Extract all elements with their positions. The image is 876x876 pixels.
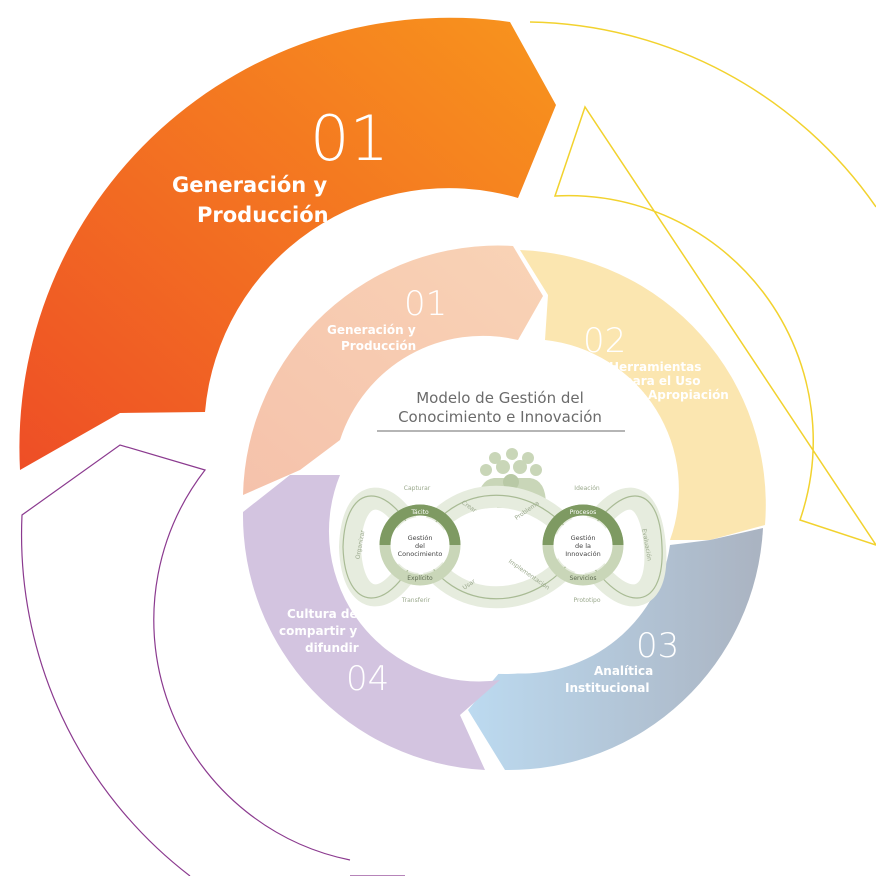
center-title-line2: Conocimiento e Innovación — [398, 408, 602, 426]
inner-segment-3-line1: Analítica — [594, 664, 653, 678]
inner-segment-3 — [468, 528, 763, 771]
inner-segment-1-number: 01 — [404, 284, 447, 324]
outer-segment-outline-yellow — [529, 21, 876, 546]
inner-segment-3-number: 03 — [636, 626, 679, 666]
inner-segment-4 — [242, 475, 500, 770]
right-core-line3: Innovación — [565, 550, 600, 558]
inner-segment-1-line2: Producción — [341, 339, 416, 353]
loop-label-prototipo: Prototipo — [573, 597, 600, 604]
left-core-line1: Gestión — [408, 534, 433, 542]
inner-segment-1 — [243, 245, 543, 495]
outer-segment-generacion — [19, 17, 556, 471]
outer-segment-title-line2: Producción — [197, 203, 329, 227]
inner-segment-2-number: 02 — [583, 321, 626, 361]
inner-segment-3-line2: Institucional — [565, 681, 650, 695]
loop-label-transferir: Transferir — [401, 597, 431, 604]
outer-segment-title-line1: Generación y — [172, 173, 328, 197]
left-ring — [379, 504, 461, 586]
right-ring — [542, 504, 624, 586]
inner-segment-2-line1: Herramientas — [609, 360, 701, 374]
right-core-line2: de la — [575, 542, 591, 550]
left-ring-top-label: Tácito — [410, 509, 429, 516]
inner-segment-2-line2: para el Uso — [624, 374, 700, 388]
right-ring-bottom-label: Servicios — [570, 575, 597, 582]
center-title-line1: Modelo de Gestión del — [416, 389, 584, 407]
left-ring-bottom-label: Explícito — [407, 575, 433, 582]
left-core-line2: del — [415, 542, 425, 550]
inner-segment-4-number: 04 — [346, 659, 389, 699]
right-core-line1: Gestión — [571, 534, 596, 542]
outer-segment-outline-purple — [20, 444, 405, 876]
left-core-line3: Conocimiento — [398, 550, 443, 558]
inner-segment-4-line2: compartir y — [279, 624, 357, 638]
outer-segment-number: 01 — [310, 102, 389, 175]
inner-segment-2 — [520, 250, 766, 540]
inner-segment-1-line1: Generación y — [327, 323, 416, 337]
loop-label-ideacion: Ideación — [574, 485, 600, 492]
inner-segment-2-line3: y Apropiación — [636, 388, 729, 402]
inner-segment-4-line1: Cultura de — [287, 607, 358, 621]
inner-segment-4-line3: difundir — [305, 641, 359, 655]
right-ring-top-label: Procesos — [570, 509, 596, 516]
loop-label-capturar: Capturar — [404, 485, 431, 492]
